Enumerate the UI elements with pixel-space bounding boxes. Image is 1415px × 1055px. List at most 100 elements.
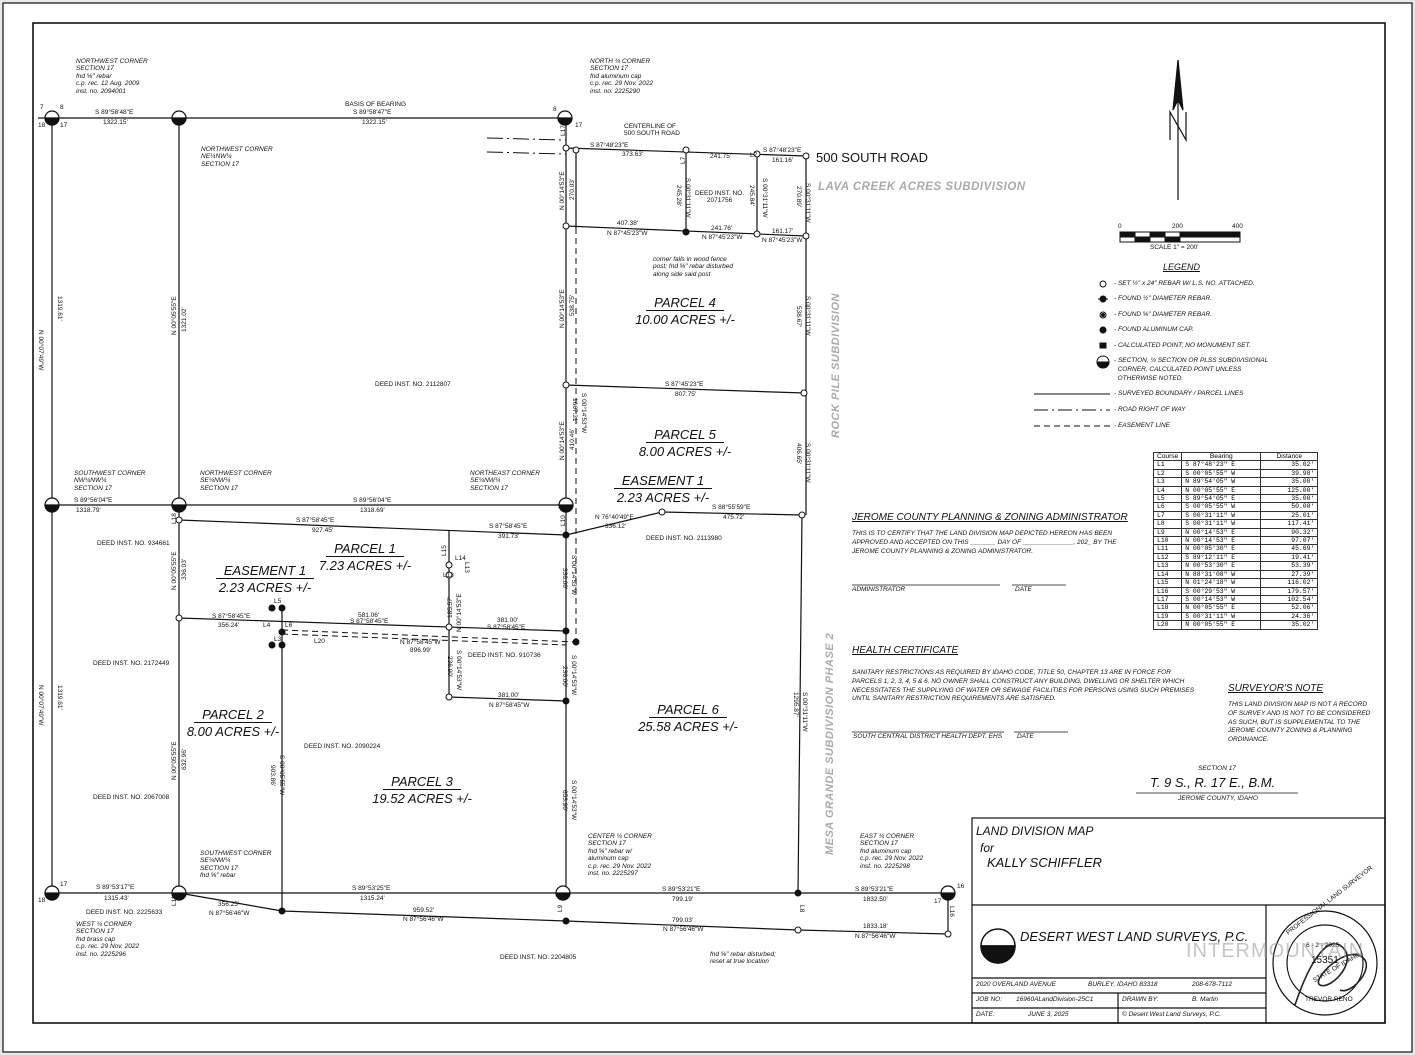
scale-bar xyxy=(1119,231,1241,243)
deed-label: DEED INST. NO. 910736 xyxy=(468,652,541,659)
bearing-label: S 89°58'47"E xyxy=(353,109,392,116)
pz-title: JEROME COUNTY PLANNING & ZONING ADMINIST… xyxy=(852,512,1128,523)
legend-item: - EASEMENT LINE xyxy=(1114,422,1170,429)
section-corners xyxy=(44,110,956,901)
course-bearing-cell: S 00°14'53" W xyxy=(1181,594,1262,605)
road-name: 500 SOUTH ROAD xyxy=(816,150,928,165)
distance-label: 1322.15' xyxy=(362,119,387,126)
course-distance-cell: 27.39' xyxy=(1260,569,1319,580)
distance-label: 1833.18' xyxy=(863,923,888,930)
distance-label: 336.12' xyxy=(605,523,627,530)
road-row-lines xyxy=(486,137,567,155)
map-title: LAND DIVISION MAP xyxy=(976,824,1094,838)
corner-note-west-quarter: WEST ¼ CORNER SECTION 17 fnd brass cap c… xyxy=(76,921,140,958)
bearing-label: S 00°05'55"W xyxy=(278,755,285,796)
legend-item: - FOUND ALUMINUM CAP. xyxy=(1114,326,1194,333)
bearing-label: N 00°05'55"E xyxy=(171,551,178,590)
corner-note-sw-se-nw: SOUTHWEST CORNER SE¼NW¼ SECTION 17 fnd ⅝… xyxy=(200,850,272,880)
bearing-label: S 87°58'45"E xyxy=(296,517,335,524)
pz-signature-label: ADMINISTRATOR xyxy=(852,586,906,593)
bearing-label: S 89°53'21"E xyxy=(662,886,701,893)
course-distance-cell: 19.41' xyxy=(1260,552,1319,563)
job-no-label: JOB NO: xyxy=(976,996,1003,1003)
bearing-label: S 00°14'53"W xyxy=(570,780,577,821)
fence-note: corner falls in wood fence post; fnd ⅝" … xyxy=(653,256,733,278)
mesa-grande-subdivision-label: MESA GRANDE SUBDIVISION PHASE 2 xyxy=(824,632,836,855)
course-distance-cell: 52.06' xyxy=(1260,603,1319,613)
bearing-label: N 00°14'53"E xyxy=(559,421,566,460)
health-signature-label: SOUTH CENTRAL DISTRICT HEALTH DEPT. EHS xyxy=(853,733,1003,740)
bearing-label: S 00°14'53"W xyxy=(570,655,577,696)
disturbed-rebar-note: fnd ⅝" rebar disturbed; reset at true lo… xyxy=(710,951,776,966)
distance-label: 1315.24' xyxy=(360,895,385,902)
course-bearing-cell: N 00°53'30" E xyxy=(1181,561,1262,571)
course-distance-cell: 35.00' xyxy=(1260,494,1319,504)
line-call-label: L8 xyxy=(798,905,805,913)
scale-tick: 200 xyxy=(1172,223,1183,230)
section-number: 18 xyxy=(38,122,46,129)
distance-label: 236.90' xyxy=(446,656,453,678)
course-bearing-cell: S 00°05'55" W xyxy=(1181,502,1262,512)
legend-item: - SET ½" x 24" REBAR W/ L.S. NO. ATTACHE… xyxy=(1114,280,1255,287)
distance-label: 799.03' xyxy=(672,917,694,924)
course-bearing-cell: N 00°14'53" E xyxy=(1181,527,1262,538)
course-course-cell: L7 xyxy=(1152,510,1183,521)
distance-label: 381.00' xyxy=(497,617,519,624)
distance-label: 959.52' xyxy=(413,907,435,914)
deed-label: DEED INST. NO. 2225633 xyxy=(86,909,163,916)
distance-label: 1319.61' xyxy=(56,685,63,710)
scale-tick: 0 xyxy=(1118,223,1122,230)
section-number: 17 xyxy=(60,122,68,129)
bearing-label: S 87°48'23"E xyxy=(763,147,802,154)
corner-note-nw-se-nw: NORTHWEST CORNER SE¼NW¼ SECTION 17 xyxy=(200,470,272,492)
distance-label: 581.06' xyxy=(358,612,380,619)
client-name: KALLY SCHIFFLER xyxy=(987,855,1102,870)
easement-lines xyxy=(281,228,577,646)
course-distance-cell: 90.32' xyxy=(1260,527,1319,538)
deed-label: DEED INST. NO. 934661 xyxy=(97,540,170,547)
course-distance-cell: 117.41' xyxy=(1260,519,1319,529)
line-call-label: L13 xyxy=(463,562,470,573)
bearing-label: S 00°31'11"W xyxy=(684,178,691,218)
deed-label: DEED INST. NO. 2113980 xyxy=(646,535,722,542)
bearing-label: S 89°58'48"E xyxy=(95,109,134,116)
bearing-label: N 00°14'53"E xyxy=(456,593,463,632)
line-call-label: L7 xyxy=(750,152,758,159)
bearing-label: N 00°07'49"W xyxy=(37,685,44,726)
bearing-label: N 87°58'45"W xyxy=(489,702,530,709)
course-bearing-cell: N 00°05'55" E xyxy=(1181,603,1262,613)
bearing-label: N 87°56'46"W xyxy=(855,933,896,940)
distance-label: 807.75' xyxy=(675,391,697,398)
legend-symbols xyxy=(1034,280,1110,427)
course-distance-cell: 39.98' xyxy=(1260,468,1319,479)
course-bearing-cell: S 00°29'53" W xyxy=(1181,586,1262,596)
distance-label: 185.57' xyxy=(447,596,454,618)
rock-pile-subdivision-label: ROCK PILE SUBDIVISION xyxy=(830,293,842,438)
date-value: JUNE 3, 2025 xyxy=(1028,1011,1069,1018)
line-call-label: L5 xyxy=(274,598,282,605)
line-call-label: L3 xyxy=(274,636,282,643)
course-course-cell: L16 xyxy=(1152,586,1183,596)
copyright-text: Desert West Land Surveys, P.C. xyxy=(1128,1011,1222,1018)
distance-label: 1315.43' xyxy=(104,895,129,902)
line-call-label: L18 xyxy=(171,513,178,524)
job-no: 16960ALandDivision-25C1 xyxy=(1016,996,1094,1003)
distance-header: Distance xyxy=(1260,451,1319,462)
bearing-label: S 87°45'23"E xyxy=(665,381,704,388)
course-distance-cell: 116.02' xyxy=(1260,578,1319,588)
bearing-label: S 00°14'53"W xyxy=(580,393,587,434)
corner-note-n-quarter: NORTH ¼ CORNER SECTION 17 fnd aluminum c… xyxy=(590,58,654,95)
bearing-label: S 00°14'53"W xyxy=(455,650,462,691)
scale-label: SCALE 1" = 200' xyxy=(1150,244,1199,251)
legend-item: - FOUND ⅝" DIAMETER REBAR. xyxy=(1114,311,1213,318)
company-city: BURLEY, IDAHO 83318 xyxy=(1088,981,1158,988)
line-call-label: L15 xyxy=(441,545,448,556)
basis-of-bearing: BASIS OF BEARING xyxy=(345,101,407,108)
